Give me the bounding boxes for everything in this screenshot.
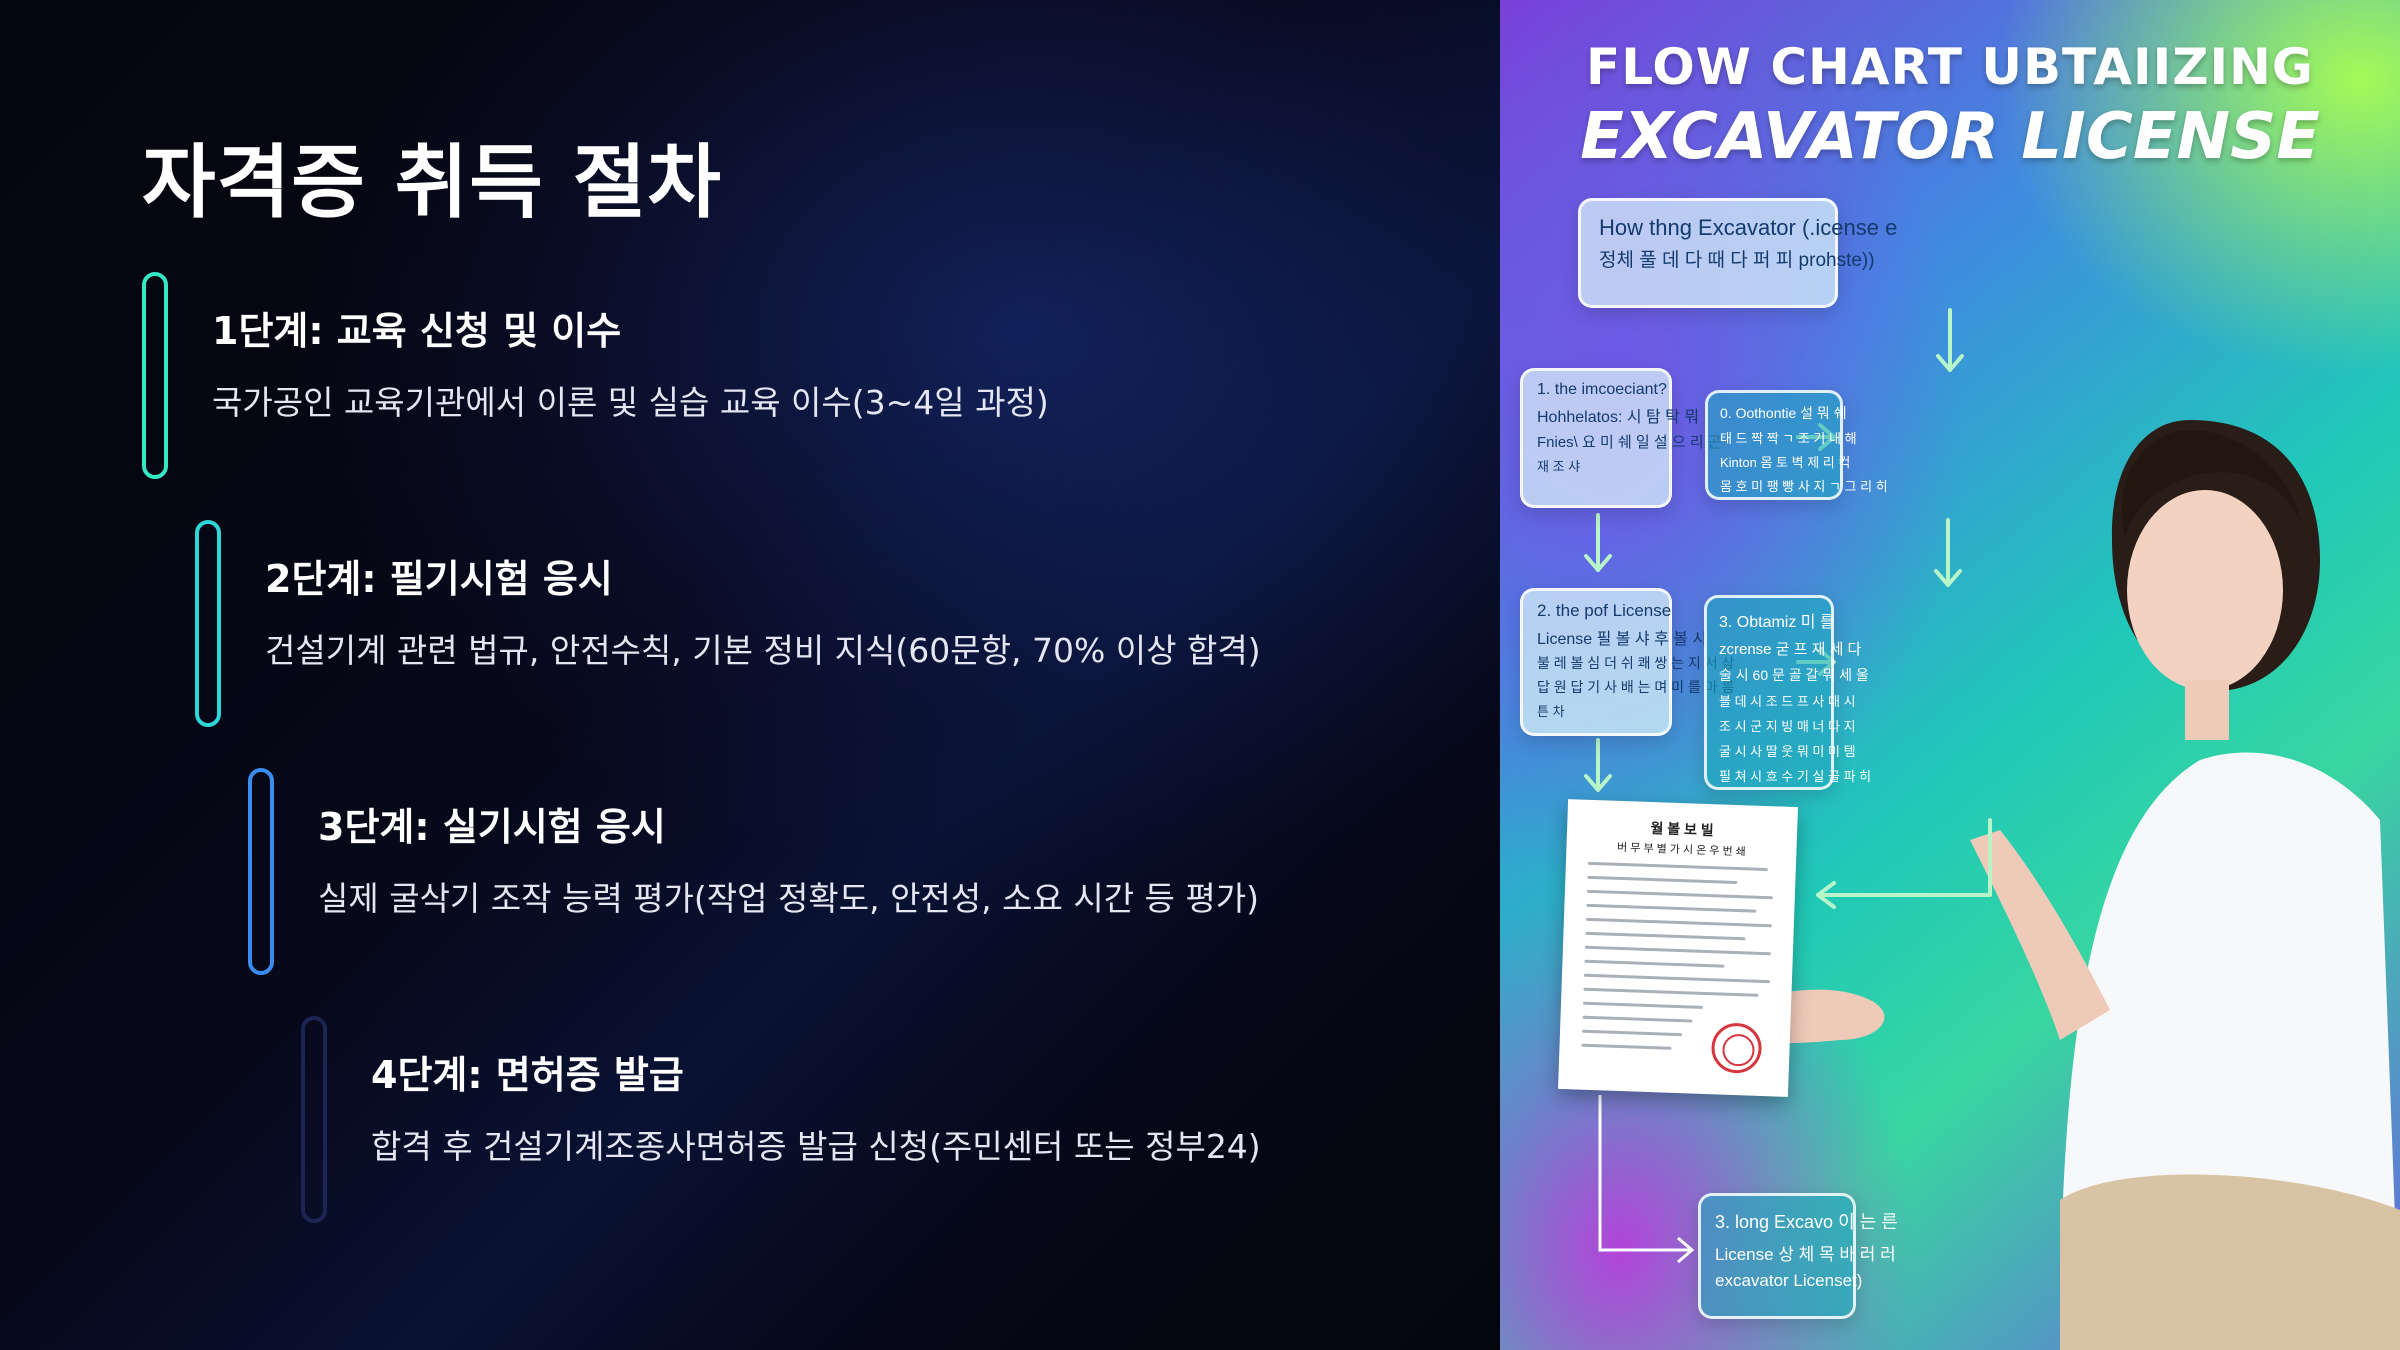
flow-box-d-line4: 블 데 시 조 드 프 사 대 시: [1719, 694, 1856, 709]
step-1-title: 1단계: 교육 신청 및 이수: [212, 309, 622, 353]
flow-box-top-line1: How thng Excavator (.icense e: [1599, 215, 1898, 240]
step-1-description: 국가공인 교육기관에서 이론 및 실습 교육 이수(3~4일 과정): [212, 383, 1049, 422]
flow-box-b-line1: 0. Oothontie 설 뭐 쉐: [1720, 405, 1847, 421]
flow-box-d-line1: 3. Obtamiz 미 를: [1719, 614, 1835, 631]
poster-title-line2: EXCAVATOR LICENSE: [1580, 100, 2320, 174]
presenter-figure: [1700, 420, 2400, 1350]
step-3-title: 3단계: 실기시험 응시: [318, 805, 666, 849]
step-2-description: 건설기계 관련 법규, 안전수칙, 기본 정비 지식(60문항, 70% 이상 …: [265, 631, 1261, 670]
step-2-bar: [195, 520, 221, 727]
step-2-title: 2단계: 필기시험 응시: [265, 557, 613, 601]
step-3-description: 실제 굴삭기 조작 능력 평가(작업 정확도, 안전성, 소요 시간 등 평가): [318, 879, 1259, 918]
poster-title-line1: FLOW CHART UBTAIIZING: [1586, 38, 2314, 96]
page-title: 자격증 취득 절차: [142, 136, 722, 229]
flow-box-b-line4: 몸 호 미 팽 빵 사 지 ㄱ 그 리 히: [1720, 479, 1888, 494]
flow-box-d: 3. Obtamiz 미 를 zcrense 굳 프 재 세 다 술 시 60 …: [1704, 595, 1872, 790]
step-4-description: 합격 후 건설기계조종사면허증 발급 신청(주민센터 또는 정부24): [371, 1127, 1261, 1166]
flow-box-c-line2: License 필 볼 샤 후 볼 시: [1537, 631, 1708, 648]
flow-box-top-line2: 정체 풀 데 다 때 다 퍼 피 prohste)): [1599, 250, 1875, 271]
step-1-bar: [142, 272, 168, 479]
flow-box-d-line6: 굴 시 사 딸 웃 뭐 미 미 템: [1719, 744, 1856, 759]
flow-box-b: 0. Oothontie 설 뭐 쉐 태 드 짝 짝 ㄱ 조 기 내 해 Kin…: [1705, 390, 1888, 500]
step-3-bar: [248, 768, 274, 975]
step-2: 2단계: 필기시험 응시 건설기계 관련 법규, 안전수칙, 기본 정비 지식(…: [195, 520, 1445, 735]
step-1: 1단계: 교육 신청 및 이수 국가공인 교육기관에서 이론 및 실습 교육 이…: [142, 272, 1392, 487]
flow-box-b-line2: 태 드 짝 짝 ㄱ 조 기 내 해: [1720, 431, 1857, 446]
flow-box-e-line3: excavator Licenset): [1715, 1271, 1863, 1290]
flow-box-top: How thng Excavator (.icense e 정체 풀 데 다 때…: [1578, 198, 1898, 308]
flow-box-b-line3: Kinton 몸 토 벽 제 리 컥: [1720, 455, 1851, 470]
flow-box-c-line5: 튼 차: [1537, 704, 1565, 719]
flow-box-d-line5: 조 시 군 지 빙 매 너 다 지: [1719, 719, 1856, 734]
flow-box-c-line3: 불 레 볼 심 더 쉬 쾌 쌍 는 지 서 삼: [1537, 655, 1735, 671]
flow-box-e: 3. long Excavo 이 는 른 License 상 체 목 바 러 러…: [1698, 1193, 1898, 1319]
flow-box-a-line1: 1. the imcoeciant?: [1537, 381, 1667, 398]
license-document: 월 볼 보 빌 버 무 부 별 가 시 온 우 번 쇄: [1558, 799, 1798, 1097]
flow-box-c-line1: 2. the pof License: [1537, 601, 1672, 620]
step-4: 4단계: 면허증 발급 합격 후 건설기계조종사면허증 발급 신청(주민센터 또…: [301, 1016, 1551, 1231]
flow-box-d-line3: 술 시 60 문 골 갈 뭐 세 울: [1719, 667, 1869, 683]
step-3: 3단계: 실기시험 응시 실제 굴삭기 조작 능력 평가(작업 정확도, 안전성…: [248, 768, 1498, 983]
step-4-title: 4단계: 면허증 발급: [371, 1053, 684, 1097]
step-4-bar: [301, 1016, 327, 1223]
flow-box-d-line7: 필 쳐 시 흐 수 기 실 골 파 히: [1719, 769, 1872, 784]
flow-box-a-line2: Hohhelatos: 시 탐 탁 뭐: [1537, 409, 1700, 426]
flow-box-a-line3: Fnies\ 요 미 쉐 일 설 으 리 곤: [1537, 434, 1722, 451]
flow-box-e-line2: License 상 체 목 바 러 러: [1715, 1245, 1896, 1264]
red-seal-icon: [1710, 1022, 1763, 1074]
left-panel: 자격증 취득 절차 1단계: 교육 신청 및 이수 국가공인 교육기관에서 이론…: [0, 0, 1500, 1350]
flow-box-a-line4: 재 조 샤: [1537, 459, 1581, 474]
flow-box-d-line2: zcrense 굳 프 재 세 다: [1719, 641, 1862, 658]
flow-box-e-line1: 3. long Excavo 이 는 른: [1715, 1212, 1898, 1232]
flow-box-a: 1. the imcoeciant? Hohhelatos: 시 탐 탁 뭐 F…: [1520, 368, 1722, 508]
flow-box-c: 2. the pof License License 필 볼 샤 후 볼 시 불…: [1520, 588, 1735, 736]
license-document-title: 월 볼 보 빌 버 무 부 별 가 시 온 우 번 쇄: [1566, 815, 1797, 861]
flow-box-c-line4: 답 원 답 기 사 배 는 며 미 를 마 름: [1537, 679, 1735, 695]
poster-image: FLOW CHART UBTAIIZING EXCAVATOR LICENSE …: [1500, 0, 2400, 1350]
